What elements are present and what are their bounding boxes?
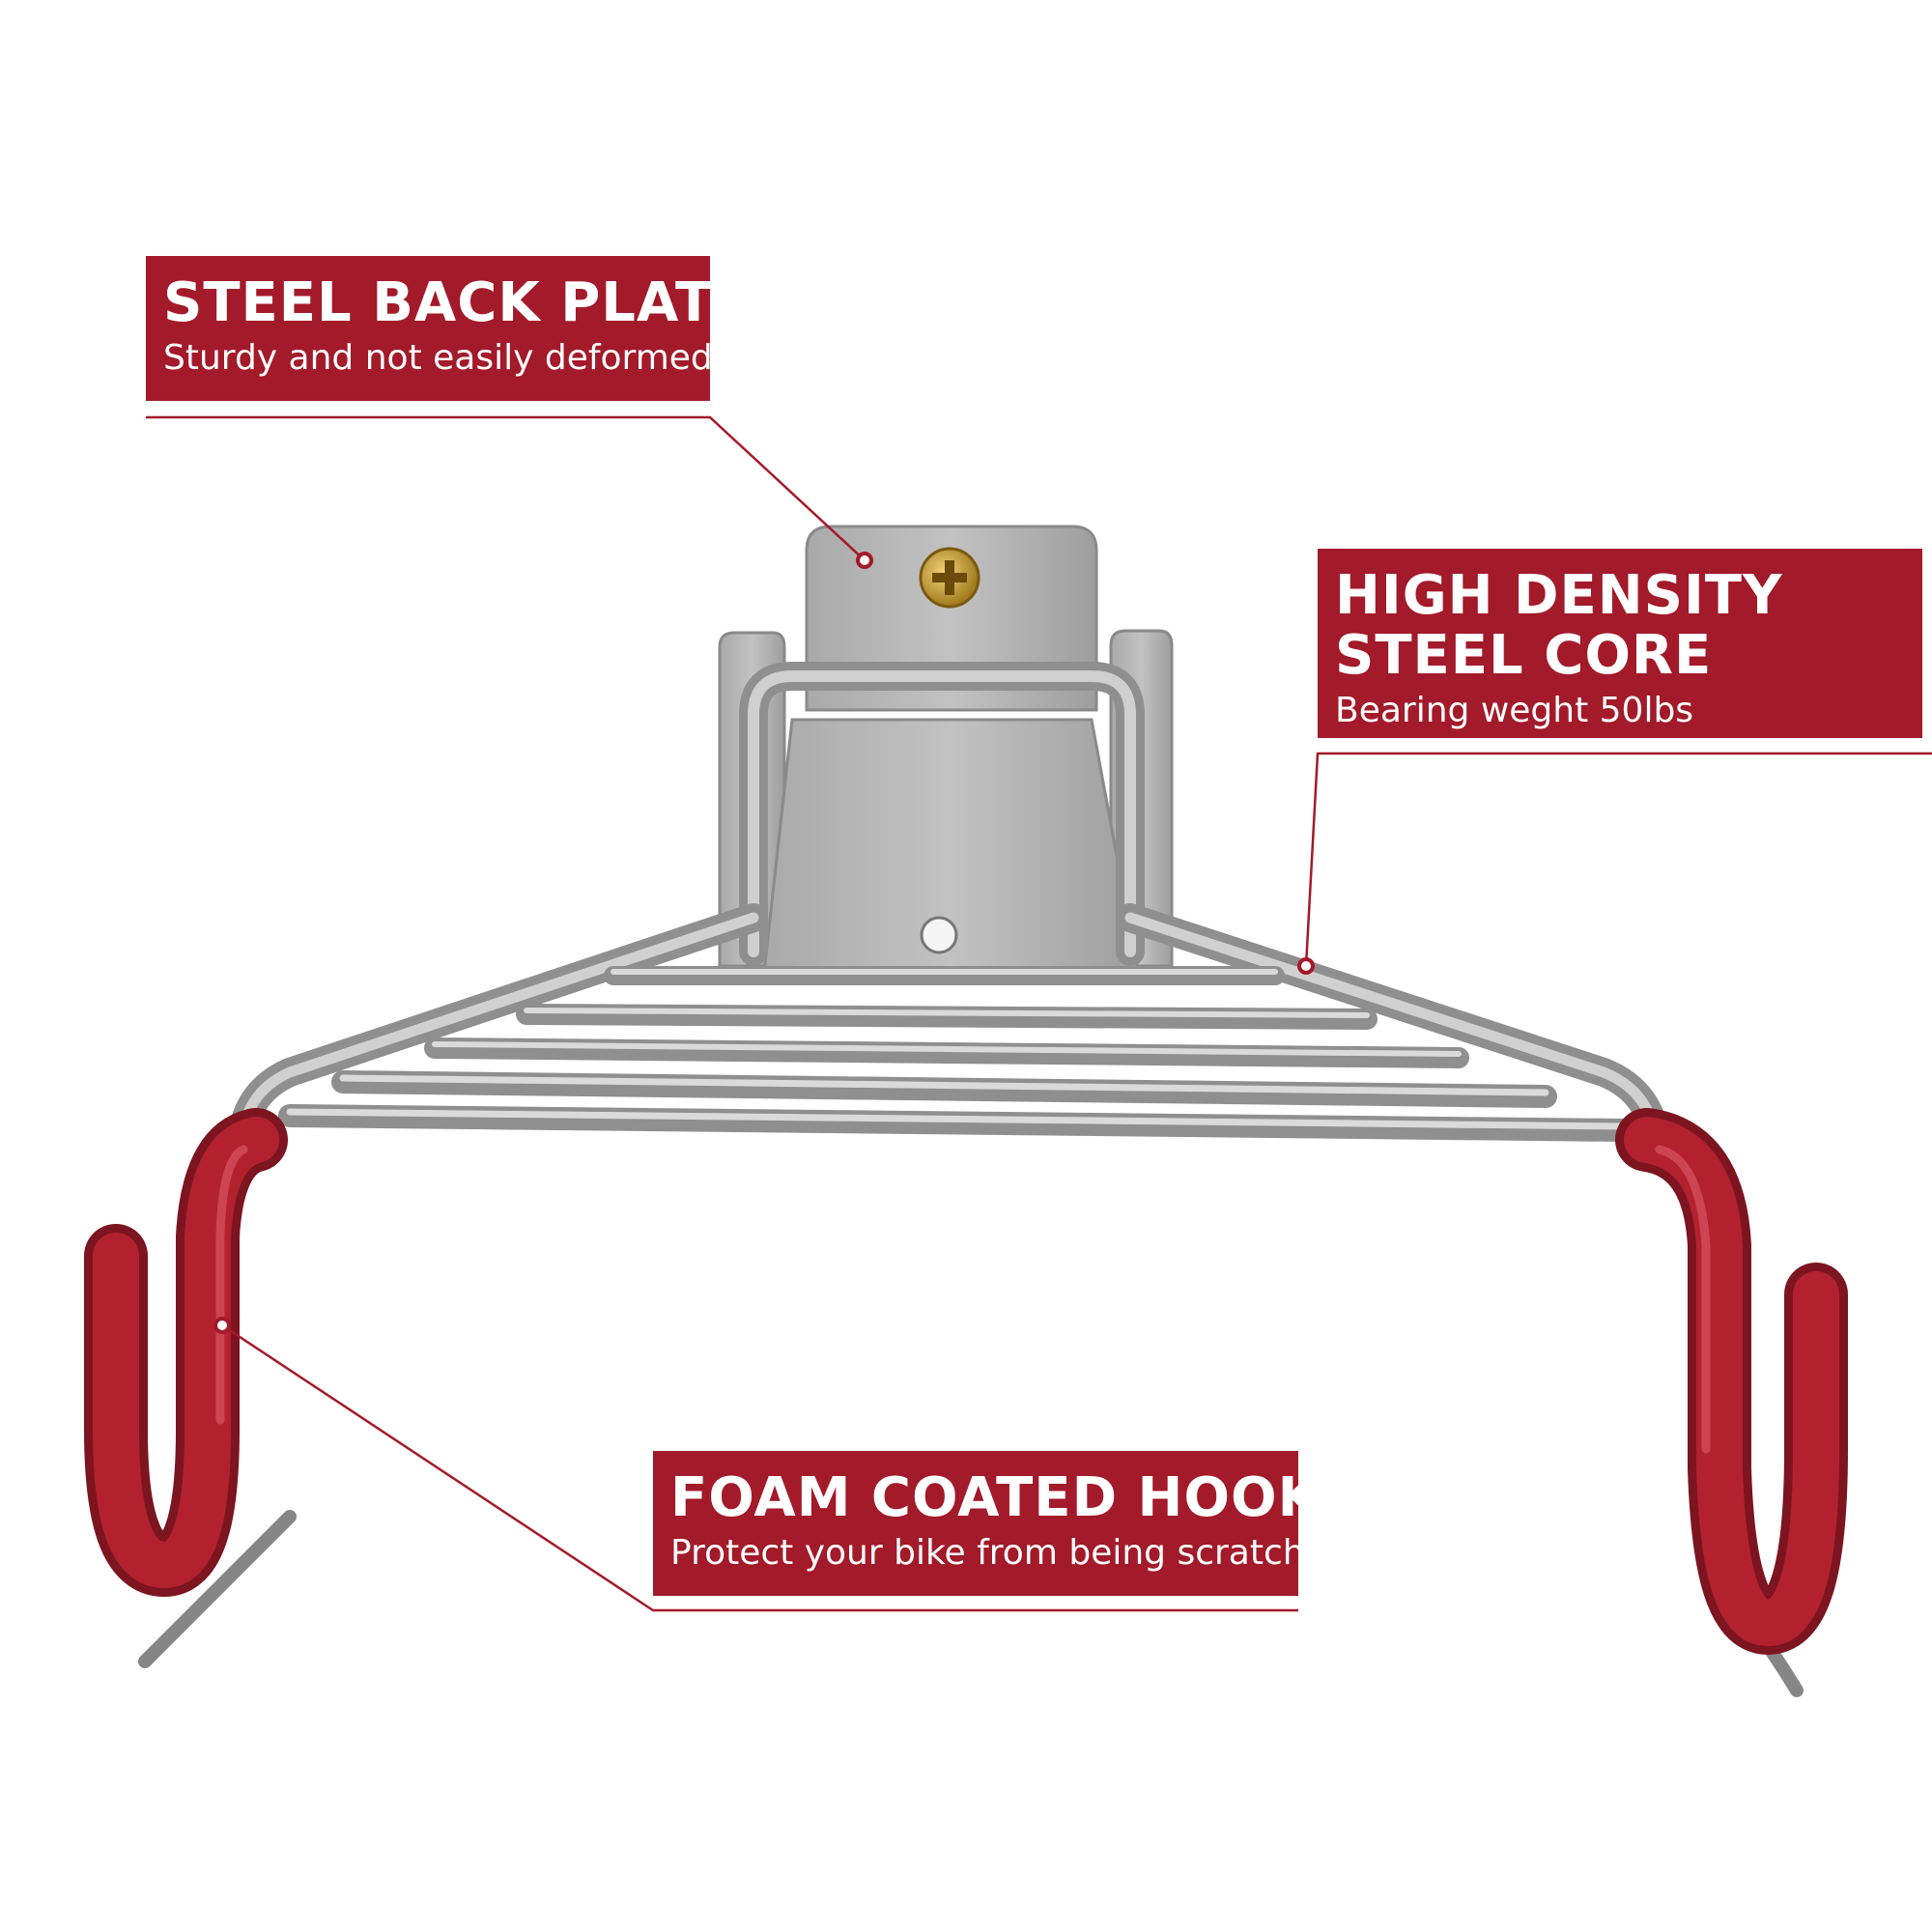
callout-title: STEEL BACK PLATE (163, 271, 752, 334)
marker-dot-hooks (213, 1317, 231, 1334)
callout-title: HIGH DENSITY STEEL CORE (1335, 564, 1783, 687)
callout-subtitle: Bearing weght 50lbs (1335, 691, 1694, 730)
callout-title: FOAM COATED HOOKS (670, 1466, 1361, 1529)
cross-bars (278, 966, 1634, 1142)
callout-foam-coated-hooks: FOAM COATED HOOKS Protect your bike from… (653, 1451, 1361, 1596)
foam-coated-hook-left (84, 1108, 288, 1597)
screw-icon (919, 547, 980, 609)
mounting-hole (920, 916, 958, 954)
foam-coated-hook-right (1615, 1108, 1848, 1655)
callout-subtitle: Protect your bike from being scratched (670, 1533, 1349, 1573)
callout-subtitle: Sturdy and not easily deformed (163, 338, 713, 378)
leader-lines (146, 415, 1932, 1612)
callout-steel-back-plate: STEEL BACK PLATE Sturdy and not easily d… (146, 256, 752, 401)
marker-dot-steel-core (1297, 957, 1315, 975)
marker-dot-back-plate (856, 552, 873, 569)
callout-high-density-steel-core: HIGH DENSITY STEEL CORE Bearing weght 50… (1318, 549, 1922, 738)
